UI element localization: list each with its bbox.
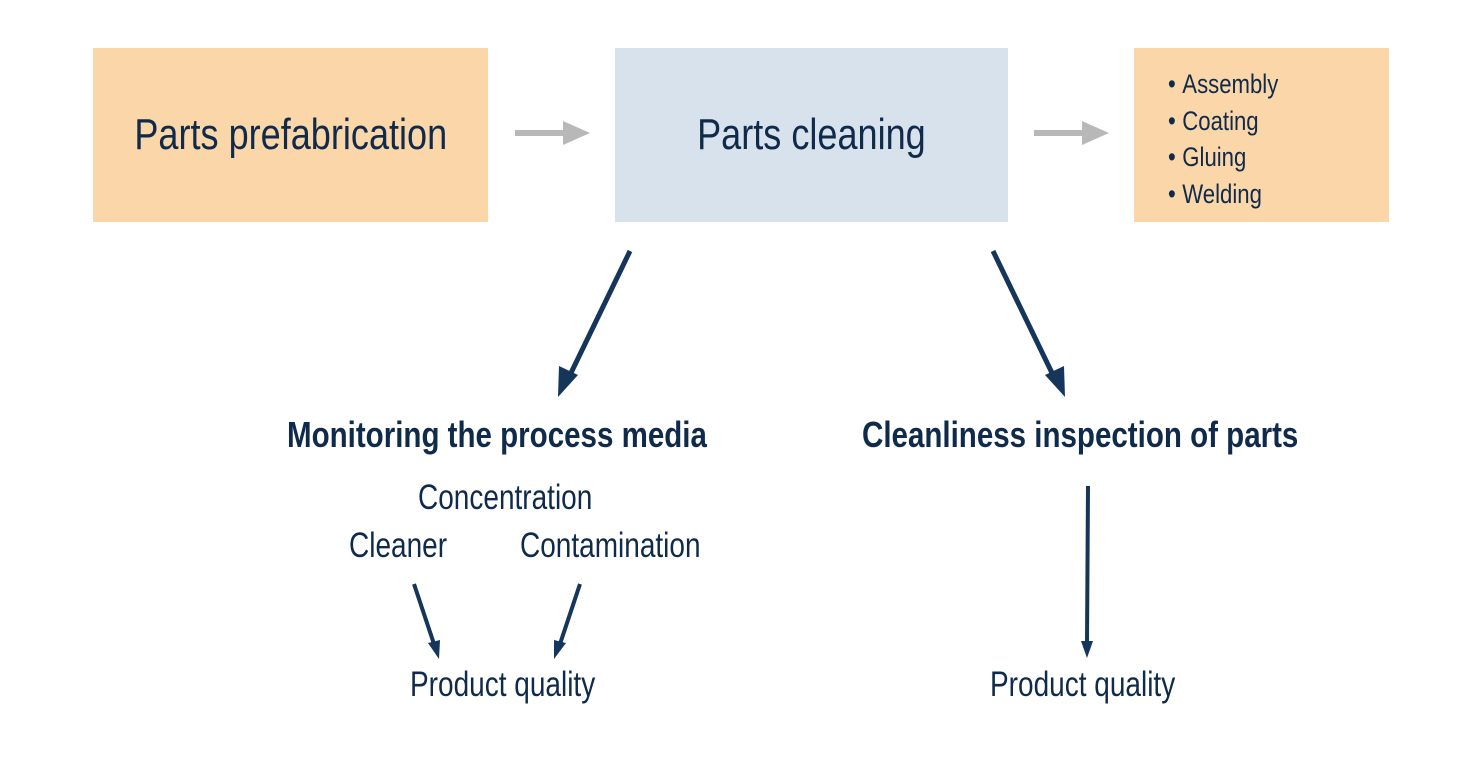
bullet-icon: •: [1168, 69, 1176, 99]
downstream-process-list: •Assembly •Coating •Gluing •Welding: [1168, 66, 1302, 212]
product-quality-left: Product quality: [410, 665, 596, 704]
product-quality-right: Product quality: [990, 665, 1176, 704]
arrow-down-icon: [1081, 485, 1093, 658]
cleanliness-inspection-heading: Cleanliness inspection of parts: [862, 414, 1299, 455]
arrow-down-left-icon: [558, 249, 633, 397]
arrow-down-left-icon: [554, 583, 582, 659]
factor-cleaner: Cleaner: [349, 526, 448, 565]
arrow-right-icon: [515, 121, 590, 145]
parts-cleaning-label: Parts cleaning: [697, 110, 926, 159]
downstream-processes-box: •Assembly •Coating •Gluing •Welding: [1134, 48, 1389, 222]
arrow-down-right-icon: [412, 583, 440, 659]
parts-cleaning-box: Parts cleaning: [615, 48, 1008, 222]
list-item: •Assembly: [1168, 69, 1279, 99]
list-item: •Coating: [1168, 105, 1259, 136]
monitoring-process-media-heading: Monitoring the process media: [287, 414, 707, 455]
bullet-icon: •: [1168, 142, 1176, 172]
parts-prefabrication-box: Parts prefabrication: [93, 48, 488, 222]
list-item: •Welding: [1168, 178, 1262, 209]
bullet-icon: •: [1168, 178, 1176, 209]
bullet-icon: •: [1168, 105, 1176, 136]
parts-prefabrication-label: Parts prefabrication: [134, 110, 447, 159]
arrow-right-icon: [1034, 121, 1109, 145]
factor-contamination: Contamination: [520, 526, 701, 565]
factor-concentration: Concentration: [418, 478, 593, 517]
arrow-down-right-icon: [990, 249, 1065, 397]
list-item: •Gluing: [1168, 142, 1247, 172]
